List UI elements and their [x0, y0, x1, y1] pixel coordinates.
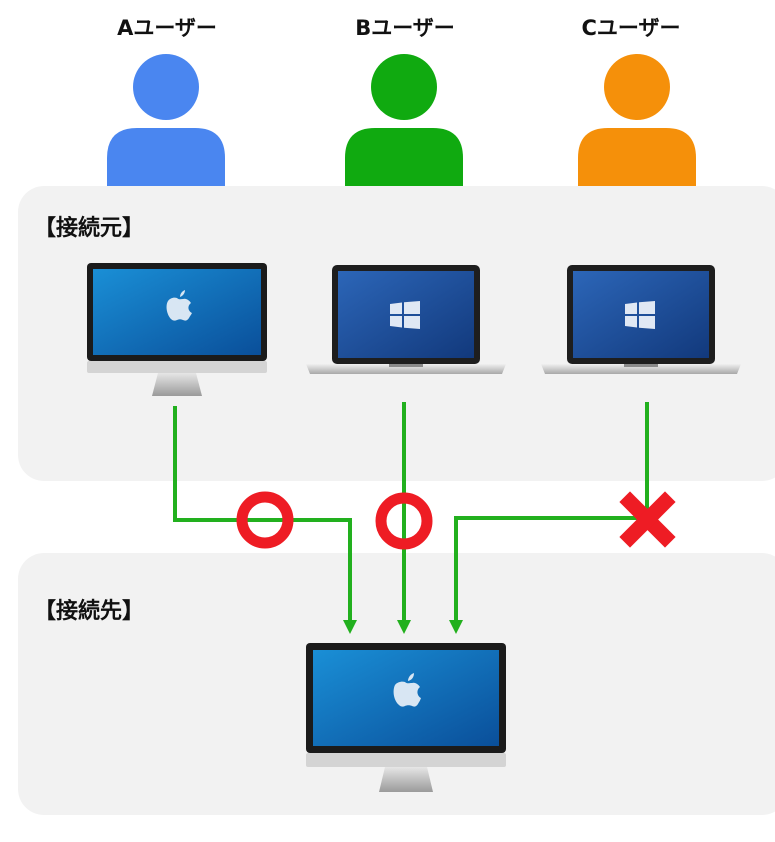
windows-icon [625, 301, 655, 329]
denied-mark-c [619, 491, 676, 548]
destination-panel-title: 【接続先】 [34, 599, 145, 624]
apple-icon [166, 290, 192, 321]
connection-c-line [454, 402, 649, 625]
arrowhead-c [449, 620, 463, 634]
user-a-label: Aユーザー [117, 16, 217, 40]
user-b-icon [345, 54, 463, 186]
user-a-icon [107, 54, 225, 186]
arrowhead-b [397, 620, 411, 634]
allowed-mark-b [375, 492, 433, 550]
source-laptop-c [541, 265, 741, 374]
allowed-mark-a [236, 491, 294, 549]
apple-icon [393, 673, 421, 707]
connection-a-line [173, 406, 352, 625]
user-b-label: Bユーザー [355, 16, 455, 40]
user-c-icon [578, 54, 696, 186]
arrowhead-a [343, 620, 357, 634]
user-c-label: Cユーザー [581, 16, 681, 40]
source-imac-a [87, 263, 267, 396]
source-laptop-b [306, 265, 506, 374]
source-panel-title: 【接続元】 [34, 216, 145, 241]
destination-imac [306, 643, 506, 792]
windows-icon [390, 301, 420, 329]
